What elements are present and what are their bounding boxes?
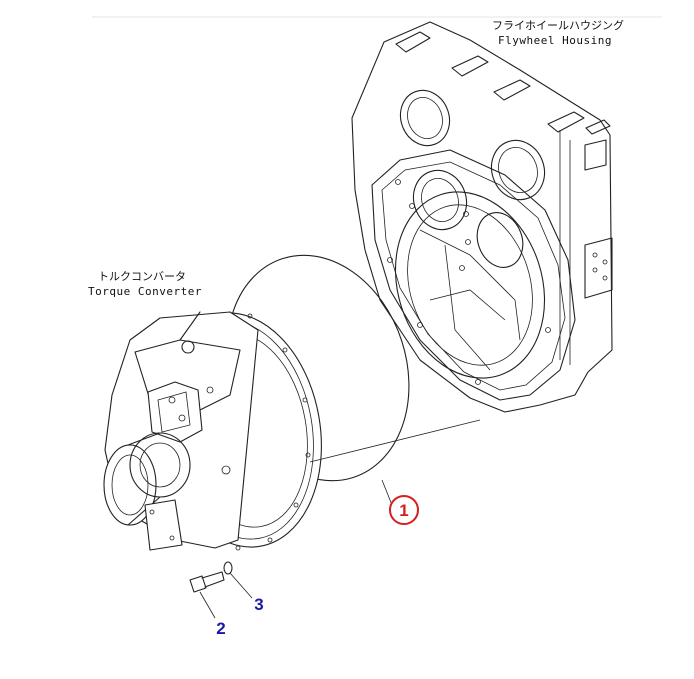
- flywheel-housing-label-jp: フライホイールハウジング: [492, 18, 624, 32]
- callout-1[interactable]: 1: [389, 495, 419, 525]
- callout-3[interactable]: 3: [254, 595, 263, 614]
- mounting-bolt-drawing: [189, 571, 225, 593]
- washer-drawing: [223, 561, 233, 575]
- flywheel-housing-label-en: Flywheel Housing: [498, 34, 612, 47]
- callout-3-number: 3: [254, 595, 263, 614]
- callout-2[interactable]: 2: [216, 619, 225, 638]
- callout-2-number: 2: [216, 619, 225, 638]
- flywheel-housing-drawing: [351, 21, 613, 413]
- callout-1-circle: [389, 495, 419, 525]
- torque-converter-label-en: Torque Converter: [88, 285, 202, 298]
- leader-lines: [199, 419, 481, 619]
- torque-converter-label-jp: トルクコンバータ: [98, 270, 186, 283]
- torque-converter-drawing: [103, 311, 322, 551]
- callout-1-number: 1: [399, 501, 408, 520]
